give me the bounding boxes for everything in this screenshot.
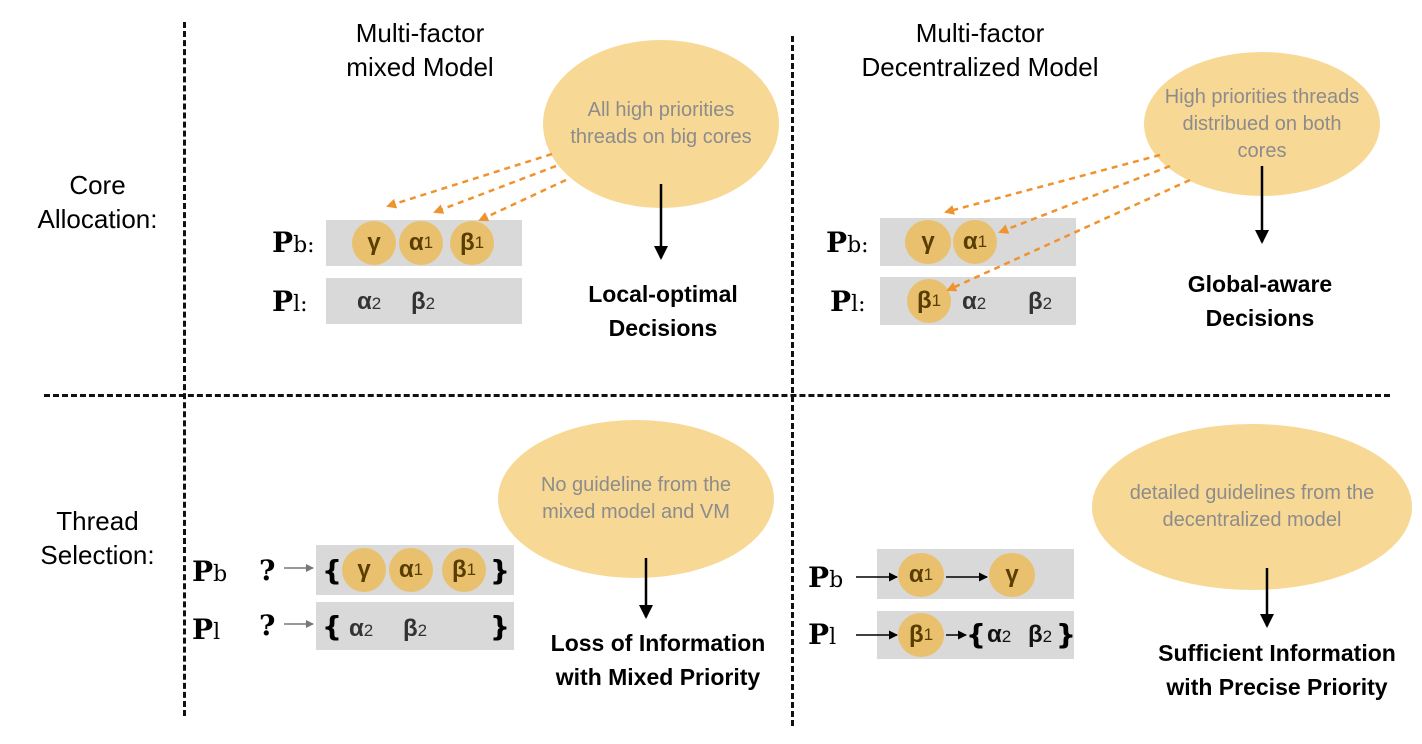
brace-close: } <box>490 610 510 643</box>
divider-horizontal <box>44 394 1390 397</box>
unknown-selection-little: ? <box>259 609 276 642</box>
bubble-mixed-allocation: All high priorities threads on big cores <box>543 40 779 208</box>
thread-gamma: γ <box>989 553 1035 597</box>
divider-vertical-left <box>183 22 186 716</box>
thread-beta-2: β2 <box>1028 288 1053 315</box>
thread-beta-2: β2 <box>403 615 428 642</box>
core-label-little-decent-alloc: Pl: <box>830 285 866 318</box>
thread-beta-2: β2 <box>411 288 436 315</box>
arrow-to-beta-1 <box>946 178 1191 292</box>
thread-gamma: γ <box>905 220 951 264</box>
thread-alpha-2: α2 <box>987 621 1012 648</box>
brace-open: { <box>322 554 342 587</box>
thread-alpha-2: α2 <box>357 288 382 315</box>
brace-open: { <box>322 610 342 643</box>
divider-vertical-center <box>791 36 794 726</box>
brace-close: } <box>1056 618 1076 651</box>
bubble-decentralized-selection: detailed guidelines from the decentraliz… <box>1092 424 1412 590</box>
core-bar-little-mixed-select <box>316 602 514 650</box>
core-label-big-mixed-alloc: Pb: <box>272 226 315 259</box>
arrow-to-gamma <box>386 152 553 209</box>
thread-alpha-2: α2 <box>962 288 987 315</box>
bubble-mixed-selection: No guideline from the mixed model and VM <box>498 420 774 578</box>
arrow-to-alpha-1 <box>998 164 1171 234</box>
core-label-little-mixed-select: Pl <box>192 613 221 646</box>
thread-gamma: γ <box>342 548 386 592</box>
thread-alpha-2: α2 <box>349 615 374 642</box>
core-label-big-mixed-select: Pb <box>192 555 228 588</box>
thread-beta-2: β2 <box>1028 621 1053 648</box>
arrow-to-gamma <box>944 153 1161 215</box>
core-label-big-decent-alloc: Pb: <box>826 226 869 259</box>
brace-close: } <box>490 554 510 587</box>
core-label-little-decent-select: Pl <box>808 618 837 651</box>
core-label-big-decent-select: Pb <box>808 561 844 594</box>
arrow-to-beta-1 <box>478 178 567 222</box>
unknown-selection-big: ? <box>259 554 276 587</box>
thread-gamma: γ <box>352 221 396 265</box>
brace-open: { <box>966 618 986 651</box>
core-bar-little-mixed-alloc <box>326 278 522 324</box>
core-label-little-mixed-alloc: Pl: <box>272 285 308 318</box>
